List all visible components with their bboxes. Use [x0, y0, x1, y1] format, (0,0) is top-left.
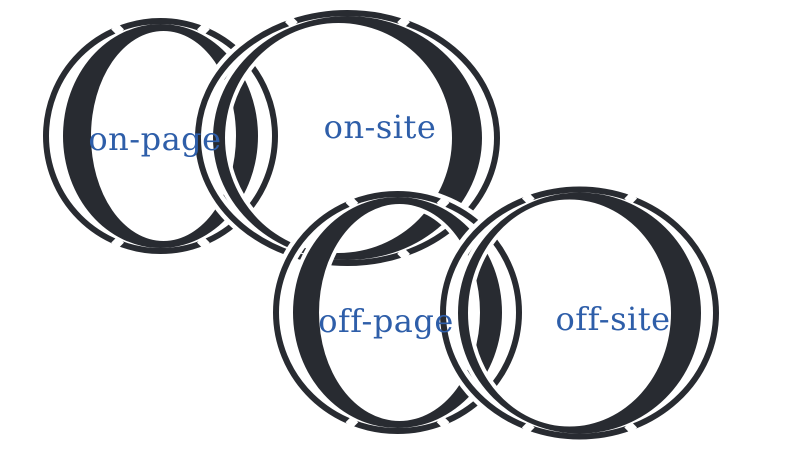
ring-gap-diamond [436, 415, 450, 429]
on-page-outer-ring [43, 18, 278, 254]
label-off-site: off-site [555, 300, 670, 338]
ring-gap-diamond [397, 247, 410, 261]
off-page-outer-ring [273, 191, 522, 434]
circle-off-page [268, 186, 527, 439]
ring-gap-diamond [197, 236, 210, 249]
circle-on-page [38, 13, 283, 259]
ring-gap-diamond [197, 23, 210, 36]
circle-off-site [435, 182, 724, 444]
on-site-outer-ring [195, 10, 500, 266]
label-off-page: off-page [318, 302, 454, 340]
ring-gap-diamond [436, 196, 450, 210]
ring-gap-diamond [397, 15, 410, 29]
off-site-outer-ring [440, 186, 719, 440]
ring-gap-diamond [111, 236, 124, 249]
ring-gap-diamond [345, 196, 359, 210]
circle-on-site [190, 5, 505, 271]
ring-gap-diamond [285, 15, 298, 29]
label-on-site: on-site [324, 108, 437, 146]
ring-gap-diamond [345, 415, 359, 429]
label-on-page: on-page [88, 120, 221, 158]
